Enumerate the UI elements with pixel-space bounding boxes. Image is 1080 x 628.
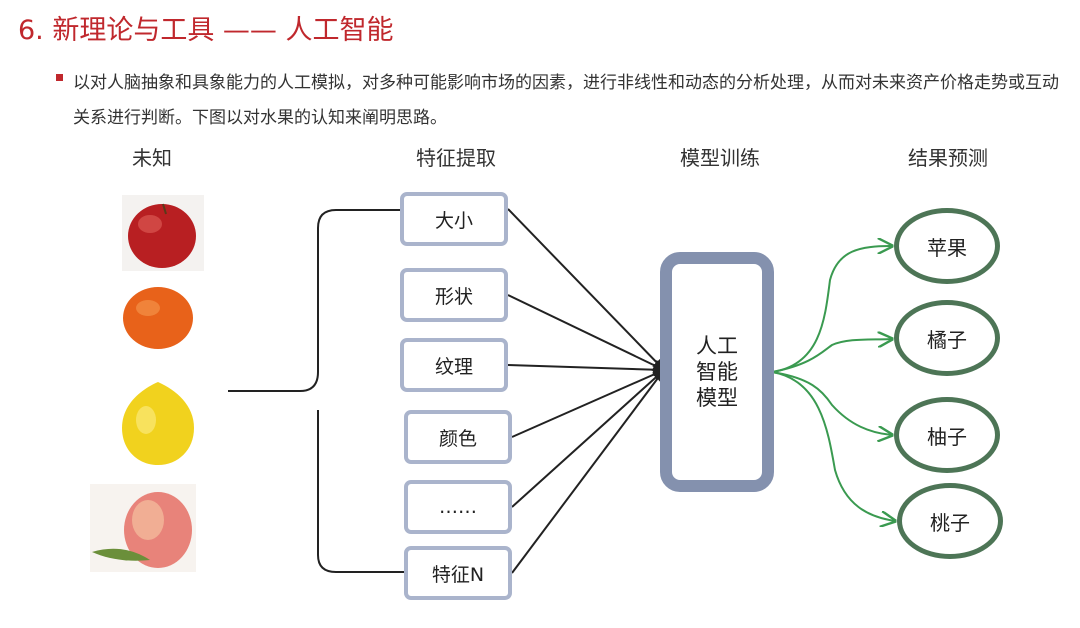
bullet-icon (56, 74, 63, 81)
feature-box-size: 大小 (400, 192, 508, 246)
column-header-model-training: 模型训练 (680, 146, 760, 170)
pomelo-image (122, 382, 194, 465)
column-header-result-prediction: 结果预测 (908, 146, 988, 170)
result-orange: 橘子 (894, 300, 1000, 376)
feature-box-feature-n: 特征N (404, 546, 512, 600)
apple-image (122, 195, 204, 271)
result-arrows (771, 246, 895, 521)
orange-image (123, 287, 193, 349)
feature-lines (507, 208, 666, 574)
result-peach: 桃子 (897, 483, 1003, 559)
result-apple: 苹果 (894, 208, 1000, 284)
peach-image (90, 484, 196, 572)
result-pomelo: 柚子 (894, 397, 1000, 473)
ai-model-label: 人工智能模型 (696, 334, 738, 410)
feature-box-color: 颜色 (404, 410, 512, 464)
feature-box-texture: 纹理 (400, 338, 508, 392)
brace (228, 209, 404, 573)
page-title: 6. 新理论与工具 —— 人工智能 (18, 15, 394, 46)
column-header-feature-extraction: 特征提取 (416, 146, 496, 170)
feature-box-shape: 形状 (400, 268, 508, 322)
description-text: 以对人脑抽象和具象能力的人工模拟，对多种可能影响市场的因素，进行非线性和动态的分… (73, 73, 1059, 128)
ai-model-box: 人工智能模型 (660, 252, 774, 492)
feature-box-ellipsis: …… (404, 480, 512, 534)
column-header-unknown: 未知 (132, 146, 172, 170)
